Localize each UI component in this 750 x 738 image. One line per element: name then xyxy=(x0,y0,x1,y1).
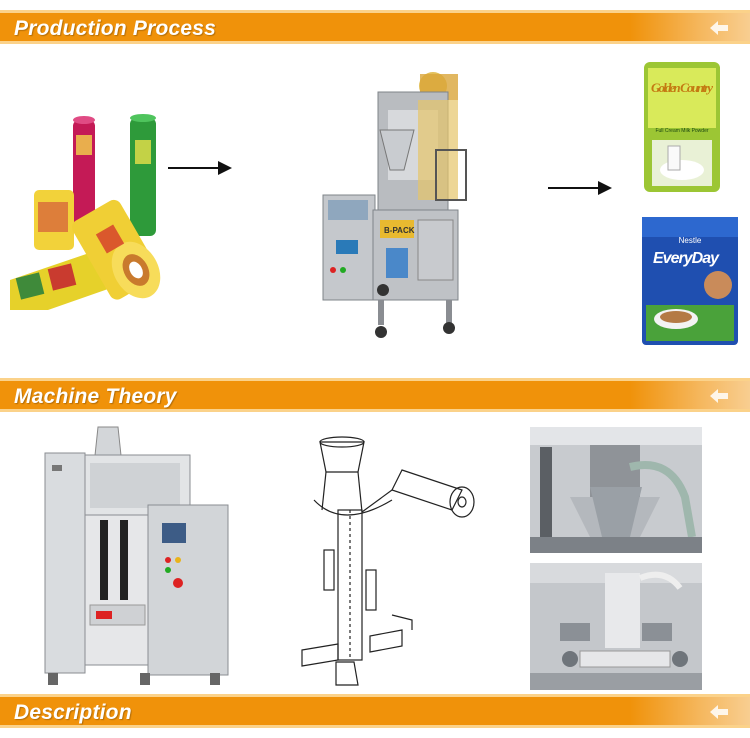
product-package-golden-country: Golden Country Full Cream Milk Powder xyxy=(644,62,720,192)
header-highlight xyxy=(630,381,750,409)
fold-arrow-icon xyxy=(710,389,728,403)
process-arrow xyxy=(548,180,612,196)
forming-collar-photo xyxy=(530,427,702,553)
film-rolls-image xyxy=(10,114,161,310)
product2-maker: Nestle xyxy=(679,236,702,245)
header-highlight xyxy=(630,697,750,725)
packing-machine-image: B-PACK xyxy=(322,72,467,338)
fold-arrow-icon xyxy=(710,705,728,719)
section-title: Machine Theory xyxy=(14,385,177,408)
fold-arrow-icon xyxy=(710,21,728,35)
bag-forming-diagram xyxy=(301,436,475,686)
machine-panel-label: B-PACK xyxy=(384,226,415,235)
section-title: Production Process xyxy=(14,17,216,40)
product1-brand: Golden Country xyxy=(651,80,713,95)
process-arrow xyxy=(168,160,232,176)
product-package-everyday: Nestle EveryDay xyxy=(642,217,738,345)
section-header-description: Description xyxy=(0,694,750,728)
product1-text: Full Cream Milk Powder xyxy=(655,128,708,134)
vertical-packing-machine-image xyxy=(44,426,229,685)
section-header-production: Production Process xyxy=(0,10,750,44)
sealing-jaws-photo xyxy=(530,563,702,690)
section-title: Description xyxy=(14,701,132,724)
product2-brand: EveryDay xyxy=(653,250,720,267)
section-header-theory: Machine Theory xyxy=(0,378,750,412)
header-highlight xyxy=(630,13,750,41)
